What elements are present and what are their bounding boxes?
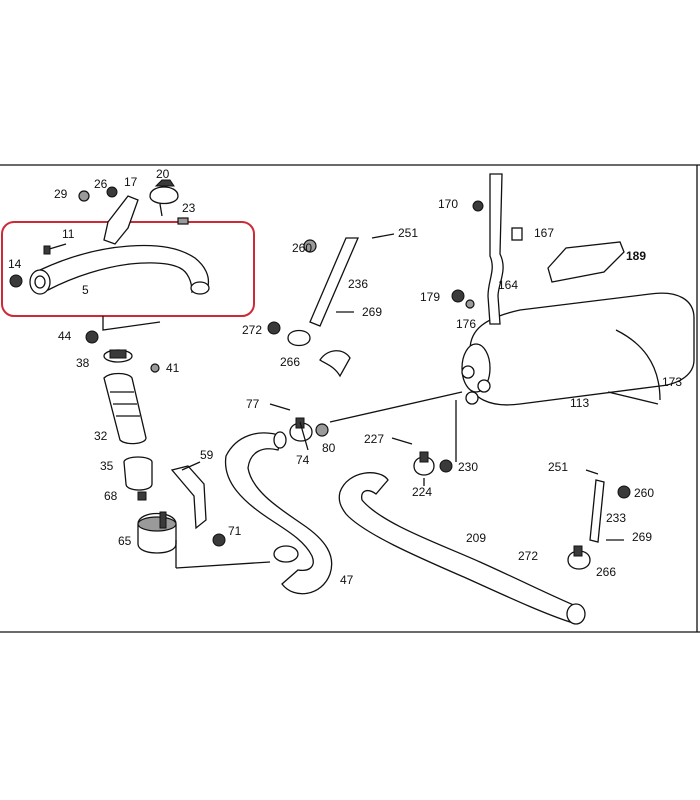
label-47: 47 <box>340 573 354 587</box>
flex-pipe-assembly <box>85 330 271 569</box>
label-17: 17 <box>124 175 138 189</box>
label-251-right: 251 <box>548 460 568 474</box>
highlight-box <box>1 221 255 317</box>
label-167: 167 <box>534 226 554 240</box>
hanger-bracket-164 <box>451 173 523 325</box>
clamp-74 <box>269 403 329 442</box>
rubber-hanger-236 <box>267 233 395 378</box>
label-189: 189 <box>626 249 646 263</box>
label-260-top: 260 <box>292 241 312 255</box>
label-41: 41 <box>166 361 180 375</box>
label-20: 20 <box>156 167 170 181</box>
label-71: 71 <box>228 524 242 538</box>
label-251-top: 251 <box>398 226 418 240</box>
label-113: 113 <box>570 396 589 410</box>
label-233: 233 <box>606 511 626 525</box>
hanger-233-assembly <box>567 469 631 570</box>
label-266-right: 266 <box>596 565 616 579</box>
front-pipe <box>29 244 210 295</box>
heat-shield-189 <box>547 241 625 283</box>
label-26: 26 <box>94 177 108 191</box>
label-173: 173 <box>662 375 682 389</box>
label-272-top: 272 <box>242 323 262 337</box>
label-227: 227 <box>364 432 384 446</box>
bracket-17 <box>103 195 139 245</box>
label-269-right: 269 <box>632 530 652 544</box>
label-164: 164 <box>498 278 518 292</box>
label-35: 35 <box>100 459 114 473</box>
tailpipe-209 <box>338 472 586 625</box>
leader-lines <box>181 421 425 486</box>
label-11: 11 <box>62 227 75 241</box>
label-209: 209 <box>466 531 486 545</box>
label-260-right: 260 <box>634 486 654 500</box>
label-14: 14 <box>8 257 22 271</box>
label-77: 77 <box>246 397 260 411</box>
label-44: 44 <box>58 329 72 343</box>
label-266-top: 266 <box>280 355 300 369</box>
label-29: 29 <box>54 187 68 201</box>
intermediate-pipe-47 <box>224 431 333 595</box>
label-32: 32 <box>94 429 108 443</box>
label-23: 23 <box>182 201 196 215</box>
clamp-224 <box>391 437 453 476</box>
label-224: 224 <box>412 485 432 499</box>
label-80: 80 <box>322 441 336 455</box>
main-silencer-113 <box>329 292 695 462</box>
label-179: 179 <box>420 290 440 304</box>
label-272-right: 272 <box>518 549 538 563</box>
label-176: 176 <box>456 317 476 331</box>
label-59: 59 <box>200 448 214 462</box>
label-65: 65 <box>118 534 132 548</box>
label-74: 74 <box>296 453 310 467</box>
label-269-top: 269 <box>362 305 382 319</box>
label-5: 5 <box>82 283 89 297</box>
leader-front-44 <box>102 316 161 331</box>
label-236: 236 <box>348 277 368 291</box>
label-38: 38 <box>76 356 90 370</box>
diagram-border <box>0 164 700 633</box>
label-230: 230 <box>458 460 478 474</box>
label-68: 68 <box>104 489 118 503</box>
fasteners-top-left <box>9 186 189 288</box>
label-170: 170 <box>438 197 458 211</box>
clamp-20 <box>149 179 179 217</box>
part-number-labels: 29 26 17 20 23 11 14 5 44 38 41 32 35 68… <box>8 167 682 587</box>
